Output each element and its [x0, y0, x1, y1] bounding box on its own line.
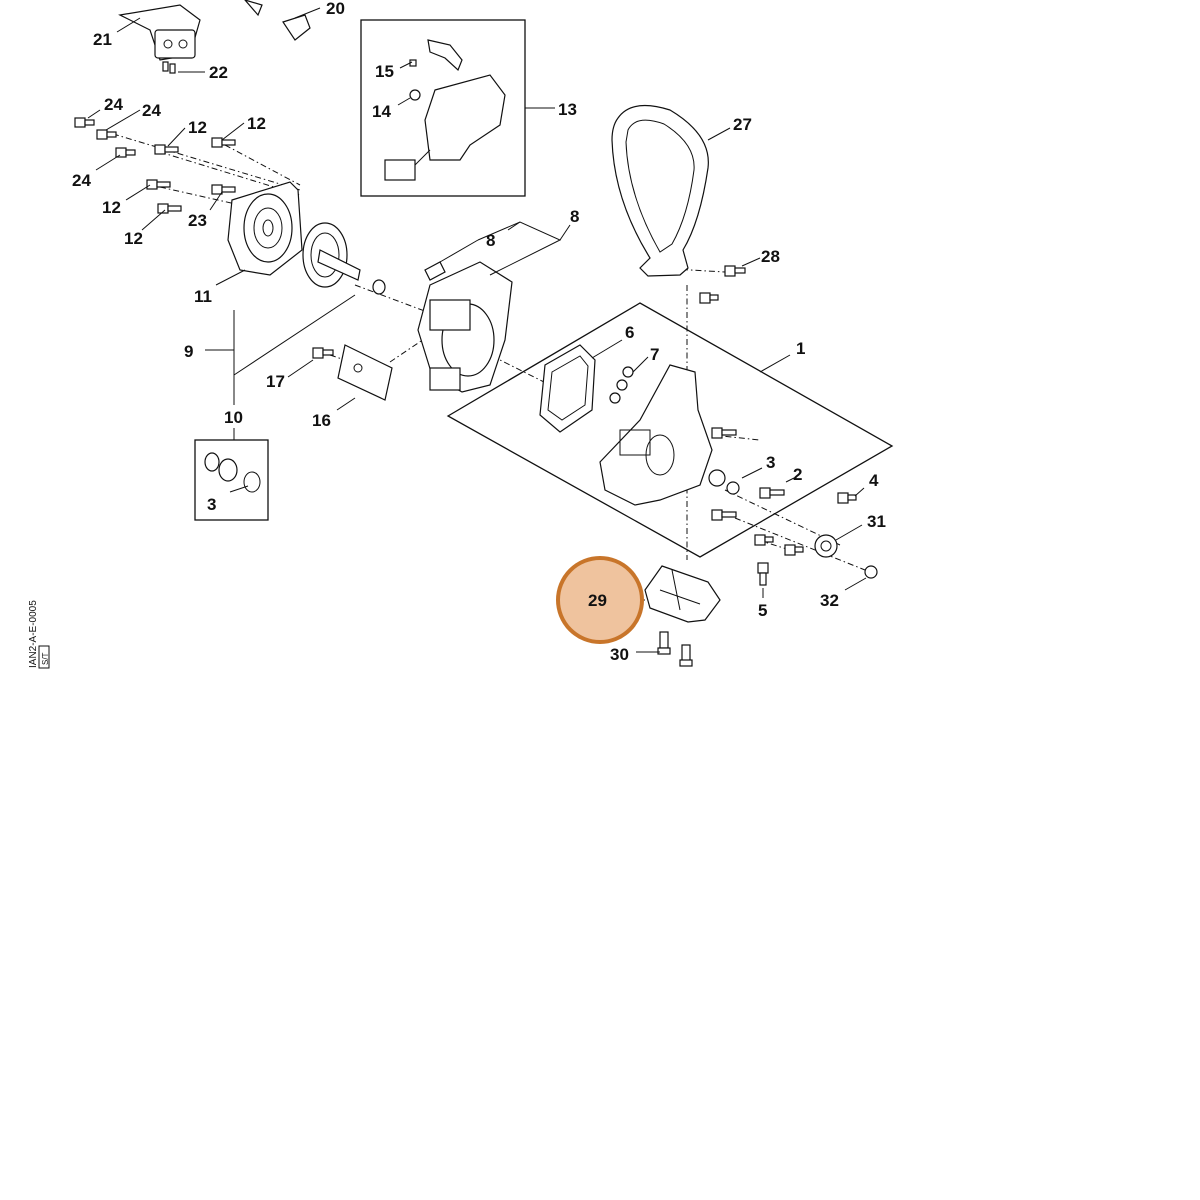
callout-7[interactable]: 8 [486, 231, 495, 250]
part-16-plate [337, 344, 393, 401]
part-11-fan-housing [227, 181, 303, 276]
inset-box-10 [194, 439, 269, 521]
callout-8-b[interactable]: 5 [758, 601, 767, 620]
part-30-screws [657, 631, 693, 667]
part-29-guard-plate [644, 565, 721, 623]
callout-9[interactable]: 9 [184, 342, 193, 361]
side-code: IAN2-A-E-0005 S/T [28, 600, 50, 669]
callout-11[interactable]: 11 [194, 287, 212, 306]
part-1-crankcase [599, 364, 713, 506]
callout-24-a[interactable]: 24 [104, 95, 123, 114]
assembly-frame-1 [446, 302, 894, 558]
callout-23[interactable]: 23 [188, 211, 207, 230]
callout-15[interactable]: 15 [375, 62, 394, 81]
callout-13[interactable]: 13 [558, 100, 577, 119]
callout-16[interactable]: 16 [312, 411, 331, 430]
part-14 [409, 89, 421, 101]
callout-3-inset[interactable]: 3 [207, 495, 216, 514]
part-17-screw [312, 347, 334, 359]
part-9-crankshaft [302, 222, 386, 295]
callout-12-b[interactable]: 12 [247, 114, 266, 133]
part-5-nuts [609, 366, 634, 404]
callout-29[interactable]: 29 [588, 591, 607, 610]
part-28-screw [699, 265, 746, 304]
leader-lines [87, 7, 867, 653]
part-4-gasket [539, 344, 596, 433]
callout-17[interactable]: 17 [266, 372, 285, 391]
part-10-inset-items [204, 452, 261, 493]
part-27-front-handle [611, 104, 709, 277]
callout-28[interactable]: 28 [761, 247, 780, 266]
callout-32[interactable]: 32 [820, 591, 839, 610]
part-20 [244, 0, 311, 41]
callout-3[interactable]: 3 [766, 453, 775, 472]
part-32-nut [864, 565, 878, 579]
callout-4[interactable]: 6 [625, 323, 634, 342]
callout-12-a[interactable]: 12 [188, 118, 207, 137]
part-6-cylinder-housing [417, 261, 513, 393]
callout-2[interactable]: 2 [793, 465, 802, 484]
part-3-seals [708, 469, 740, 495]
part-8-screws [754, 492, 857, 586]
part-21-ignition [118, 4, 201, 61]
part-31-oil-pump [814, 534, 838, 558]
callout-1[interactable]: 1 [796, 339, 805, 358]
callout-5[interactable]: 7 [650, 345, 659, 364]
part-2-screws [711, 427, 785, 521]
callout-21[interactable]: 21 [93, 30, 112, 49]
callout-12-c[interactable]: 12 [102, 198, 121, 217]
highlight-circle [556, 556, 644, 644]
callout-14[interactable]: 14 [372, 102, 391, 121]
part-22-screws [162, 61, 176, 74]
callout-24-b[interactable]: 24 [142, 101, 161, 120]
side-code-text: IAN2-A-E-0005 [28, 600, 39, 668]
part-13-handle-assembly [384, 39, 506, 181]
callout-12-d[interactable]: 12 [124, 229, 143, 248]
side-code-suffix: S/T [41, 652, 50, 665]
callout-22[interactable]: 22 [209, 63, 228, 82]
callout-8-a[interactable]: 4 [869, 471, 879, 490]
callout-30[interactable]: 30 [610, 645, 629, 664]
callout-20[interactable]: 20 [326, 0, 345, 18]
callout-27[interactable]: 27 [733, 115, 752, 134]
callout-10[interactable]: 10 [224, 408, 243, 427]
callout-24-c[interactable]: 24 [72, 171, 91, 190]
callout-31[interactable]: 31 [867, 512, 886, 531]
screws-24-12 [74, 117, 236, 214]
callout-labels: 20 21 22 24 24 24 12 12 12 12 23 11 9 10… [72, 0, 886, 664]
highlight-part-29[interactable] [556, 556, 644, 644]
callout-6[interactable]: 8 [570, 207, 579, 226]
part-7 [424, 261, 446, 281]
